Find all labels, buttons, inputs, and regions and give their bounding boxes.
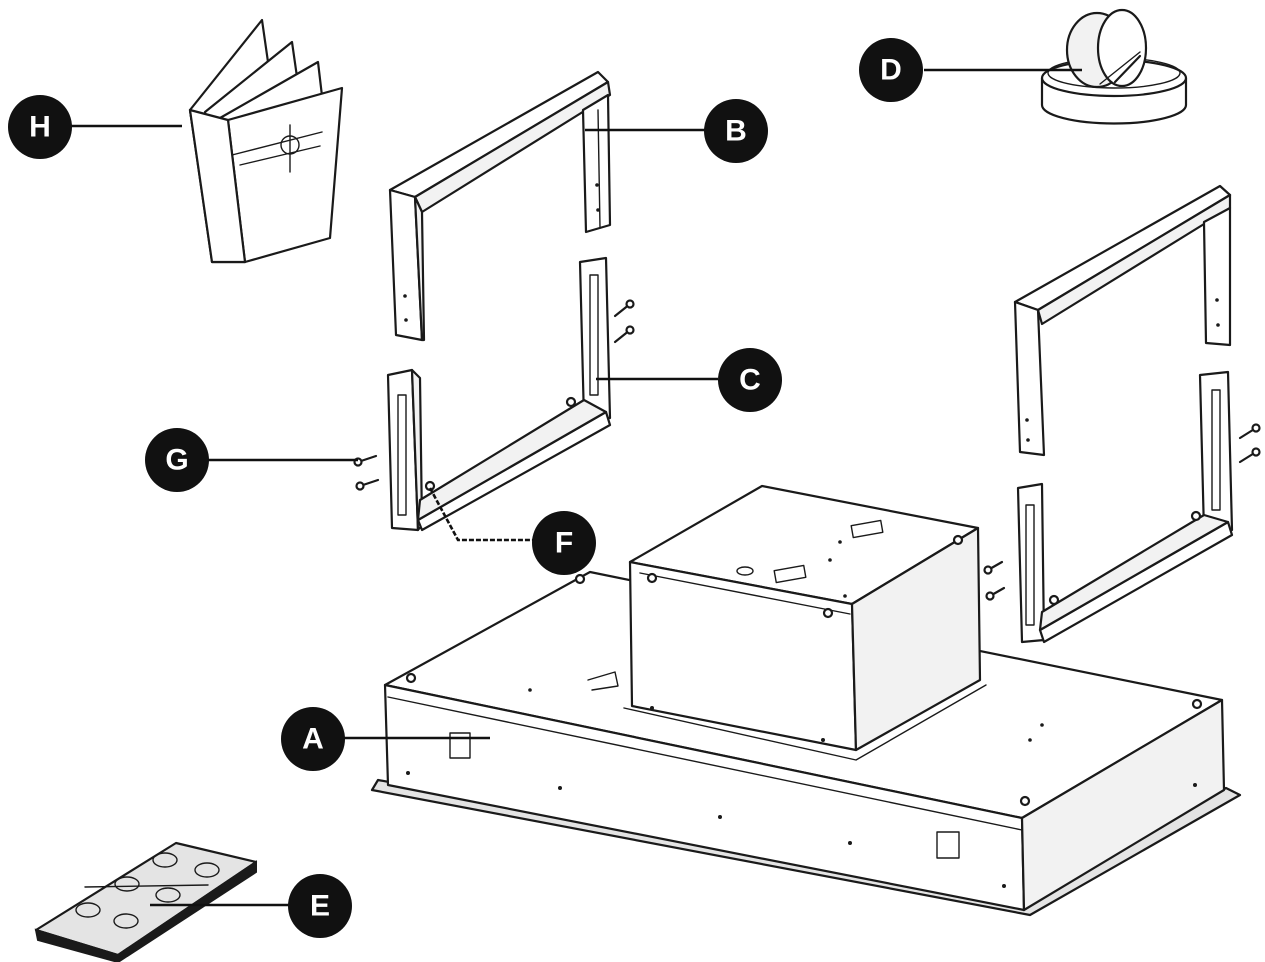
callout-e: E (288, 874, 352, 938)
callout-d-letter: D (880, 54, 902, 87)
callout-d: D (859, 38, 923, 102)
callout-b: B (704, 99, 768, 163)
screw-pair-left (353, 454, 380, 491)
callout-h: H (8, 95, 72, 159)
callout-g: G (145, 428, 209, 492)
callout-c-letter: C (739, 364, 761, 397)
callout-g-letter: G (165, 444, 188, 477)
callout-f-letter: F (555, 527, 573, 560)
right-frame-drawing (983, 184, 1261, 644)
screw-pair-upper (613, 299, 635, 344)
damper-drawing (1040, 8, 1188, 125)
leader-lines (70, 68, 1082, 907)
callout-a: A (281, 707, 345, 771)
callout-c: C (718, 348, 782, 412)
callout-b-letter: B (725, 115, 747, 148)
callout-h-letter: H (29, 111, 51, 144)
motor-housing-drawing (587, 484, 987, 761)
remote-control-drawing (34, 841, 258, 962)
callout-f: F (532, 511, 596, 575)
callout-e-letter: E (310, 890, 330, 923)
callout-a-letter: A (302, 723, 324, 756)
instruction-manual-drawing (188, 18, 344, 264)
left-frame-drawing (353, 70, 635, 532)
